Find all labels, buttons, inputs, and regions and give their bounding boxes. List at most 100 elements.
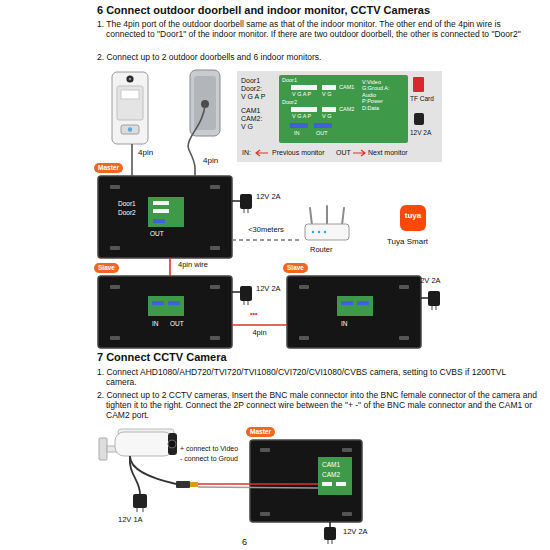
power-adapter [232, 200, 240, 202]
monitor-back [399, 336, 409, 340]
monitor-back [110, 185, 120, 189]
port-key: CAM2: [241, 115, 262, 123]
port-name: IN [152, 320, 159, 328]
monitor-back [210, 185, 220, 189]
cctv-camera [168, 440, 176, 448]
tuya-app: tuyaTuya Smart [385, 203, 441, 261]
monitor-back [98, 276, 232, 348]
port-key: CAM1 [241, 107, 260, 115]
board-inset-art [256, 150, 268, 156]
outdoor-doorbell: 4pin [183, 66, 228, 168]
cctv-camera [137, 508, 143, 512]
monitor-back [210, 285, 220, 289]
board-inset-art [279, 75, 408, 143]
master-monitor: MasterDoor1Door2OUT [98, 176, 232, 258]
wifi-router-art [324, 231, 326, 233]
wire-connector [131, 162, 133, 176]
wifi-router: Router [300, 200, 354, 262]
port-label: 4pin [138, 148, 153, 157]
monitor-back [148, 296, 184, 316]
tuya-logo [400, 205, 426, 231]
monitor-back [337, 296, 373, 316]
wifi-router-art [305, 224, 349, 240]
outdoor-doorbell-art [188, 70, 220, 168]
outdoor-doorbell-art [190, 70, 220, 136]
board-inset-art [237, 71, 442, 162]
camera-wire [198, 483, 318, 485]
pin-names: V G A P [292, 113, 311, 119]
monitor-back [341, 301, 353, 305]
camera-wire [198, 487, 318, 488]
power-adapter [240, 286, 252, 301]
board-inset-art [290, 123, 308, 128]
port-name: Door2 [118, 209, 136, 217]
wire-label: <30meters [246, 226, 286, 235]
pin-names: V G [322, 91, 331, 97]
power-adapter [428, 291, 440, 306]
wifi-router-art [312, 231, 314, 233]
power-adapter [432, 306, 436, 310]
port-label: 4pin [203, 156, 218, 165]
wire-note: + connect to Video [180, 445, 238, 453]
monitor-back [342, 512, 352, 516]
monitor-back [250, 440, 362, 522]
power-adapter [244, 209, 248, 213]
monitor-back [299, 336, 309, 340]
power-rating: 12V 2A [343, 528, 368, 537]
power-adapter [240, 194, 252, 209]
instruction-text: 1. The 4pin port of the outdoor doorbell… [97, 19, 537, 39]
outdoor-doorbell-art [128, 127, 132, 131]
board-inset-art [237, 71, 442, 162]
port-name: Door1 [282, 77, 297, 83]
monitor-back [260, 448, 270, 452]
power-adapter [244, 301, 248, 305]
port-note: Next monitor [368, 149, 408, 157]
continuation-dots: ••• [250, 310, 257, 318]
monitor-back [153, 201, 169, 205]
pin-names: V G A P [292, 91, 311, 97]
monitor-back [110, 285, 120, 289]
board-inset-art [314, 123, 332, 128]
outdoor-doorbell-art [121, 125, 139, 134]
port-key: Door2: [241, 85, 262, 93]
app-name: Tuya Smart [387, 237, 428, 246]
wifi-router-art [310, 206, 344, 225]
part-label: TF Card [410, 95, 434, 103]
pin-names: V G A P [241, 93, 266, 101]
outdoor-doorbell-art [117, 86, 143, 120]
monitor-back [399, 285, 409, 289]
camera-wire [198, 484, 318, 488]
cctv-camera [176, 481, 190, 488]
master-monitor: MasterCAM1CAM2 [250, 440, 362, 522]
port-name: CAM2 [339, 106, 354, 112]
device-name: Router [310, 246, 333, 255]
monitor-back [260, 512, 270, 516]
port-name: CAM2 [322, 471, 340, 479]
monitor-back [110, 336, 120, 340]
port-name: Door1 [118, 200, 136, 208]
monitor-back [318, 457, 352, 495]
cctv-camera [190, 482, 198, 487]
port-name: OUT [316, 130, 328, 136]
cctv-camera [99, 429, 198, 512]
outdoor-doorbell-art [126, 75, 133, 82]
monitor-back [357, 301, 369, 305]
port-name: OUT [170, 320, 184, 328]
power-adapter [421, 297, 428, 299]
monitor-back [153, 219, 165, 223]
board-inset-art [291, 107, 317, 112]
pin-names: V G [322, 113, 331, 119]
app-logo: tuya [400, 211, 426, 220]
wire-note: - connect to Groud [180, 455, 238, 463]
board-inset-art [322, 85, 336, 90]
tuya-logo [400, 205, 426, 231]
outdoor-doorbell-art [121, 90, 139, 99]
power-adapter [324, 527, 336, 540]
cctv-camera [130, 456, 140, 494]
outdoor-doorbell: 4pin [108, 68, 163, 162]
role-tag: Master [246, 427, 275, 437]
